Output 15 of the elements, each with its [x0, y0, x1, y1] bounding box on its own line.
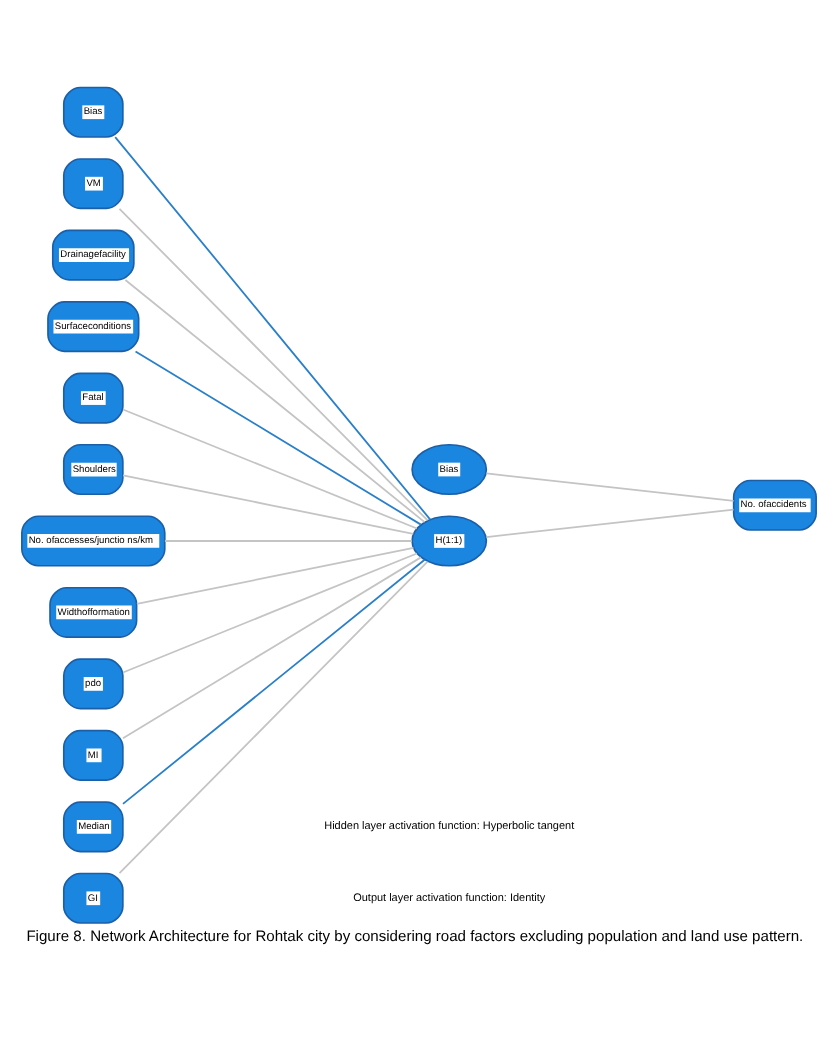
connector	[124, 279, 426, 524]
connector	[122, 558, 426, 805]
connector	[118, 207, 429, 522]
caption: Figure 8. Network Architecture for Rohtak city by considering road factors excluding population and land use pattern.	[26, 926, 804, 945]
connector	[114, 136, 432, 521]
connector	[134, 350, 422, 526]
connector	[164, 540, 413, 542]
connector	[485, 472, 735, 502]
connector	[118, 560, 429, 875]
connector	[122, 556, 422, 740]
connector	[122, 408, 418, 530]
connector	[485, 508, 735, 538]
connector	[136, 547, 415, 605]
connector	[122, 552, 418, 674]
connector	[122, 474, 415, 535]
